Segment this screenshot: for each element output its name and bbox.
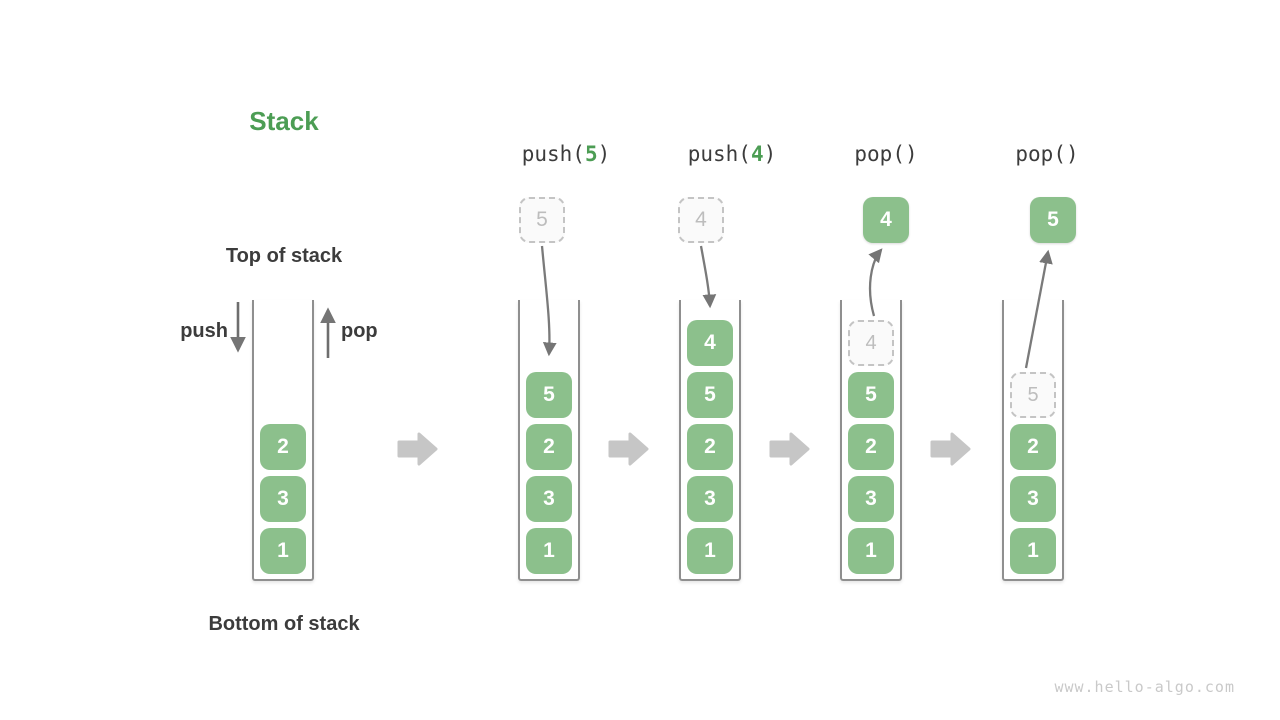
stack-item: 2 [848, 424, 894, 470]
transition-arrow-icon [769, 432, 810, 466]
stack-container-after-push4: 4 5 2 3 1 [679, 300, 741, 581]
watermark: www.hello-algo.com [1054, 678, 1235, 696]
stack-item: 2 [687, 424, 733, 470]
stack-item: 1 [687, 528, 733, 574]
stack-container-after-push5: 5 2 3 1 [518, 300, 580, 581]
bottom-of-stack-label: Bottom of stack [208, 613, 360, 635]
op-text: ) [597, 142, 611, 166]
stack-item: 3 [260, 476, 306, 522]
pop-label: pop [341, 320, 378, 342]
op-arg: 5 [584, 142, 598, 166]
stack-item: 3 [687, 476, 733, 522]
op-label-pop-1: pop() [806, 142, 966, 166]
stack-item: 3 [526, 476, 572, 522]
stack-container-after-pop5: 5 2 3 1 [1002, 300, 1064, 581]
diagram-title: Stack [249, 106, 319, 136]
op-text: pop() [854, 142, 918, 166]
stack-item: 1 [526, 528, 572, 574]
op-text: push( [687, 142, 751, 166]
stack-item: 2 [1010, 424, 1056, 470]
stack-item: 4 [687, 320, 733, 366]
op-label-push4: push(4) [652, 142, 812, 166]
stack-item: 5 [526, 372, 572, 418]
stack-item: 3 [1010, 476, 1056, 522]
stack-item: 2 [526, 424, 572, 470]
push-label: push [180, 320, 228, 342]
top-of-stack-label: Top of stack [225, 245, 343, 267]
transition-arrow-icon [930, 432, 971, 466]
stack-item: 1 [848, 528, 894, 574]
op-text: pop() [1015, 142, 1079, 166]
op-label-push5: push(5) [486, 142, 646, 166]
stack-item: 5 [848, 372, 894, 418]
stack-item: 3 [848, 476, 894, 522]
pushed-value-ghost-box: 5 [519, 197, 565, 243]
stack-item-ghost: 5 [1010, 372, 1056, 418]
stack-container-initial: 2 3 1 [252, 300, 314, 581]
stack-item: 2 [260, 424, 306, 470]
pushed-value-ghost-box: 4 [678, 197, 724, 243]
stack-container-after-pop4: 4 5 2 3 1 [840, 300, 902, 581]
transition-arrow-icon [397, 432, 438, 466]
stack-item: 1 [260, 528, 306, 574]
op-arg: 4 [750, 142, 764, 166]
push4-motion-arrow-icon [699, 245, 717, 309]
stack-item-ghost: 4 [848, 320, 894, 366]
stack-item: 1 [1010, 528, 1056, 574]
op-text: push( [521, 142, 585, 166]
op-text: ) [763, 142, 777, 166]
stack-item: 5 [687, 372, 733, 418]
popped-value-box: 4 [863, 197, 909, 243]
op-label-pop-2: pop() [967, 142, 1127, 166]
popped-value-box: 5 [1030, 197, 1076, 243]
transition-arrow-icon [608, 432, 649, 466]
